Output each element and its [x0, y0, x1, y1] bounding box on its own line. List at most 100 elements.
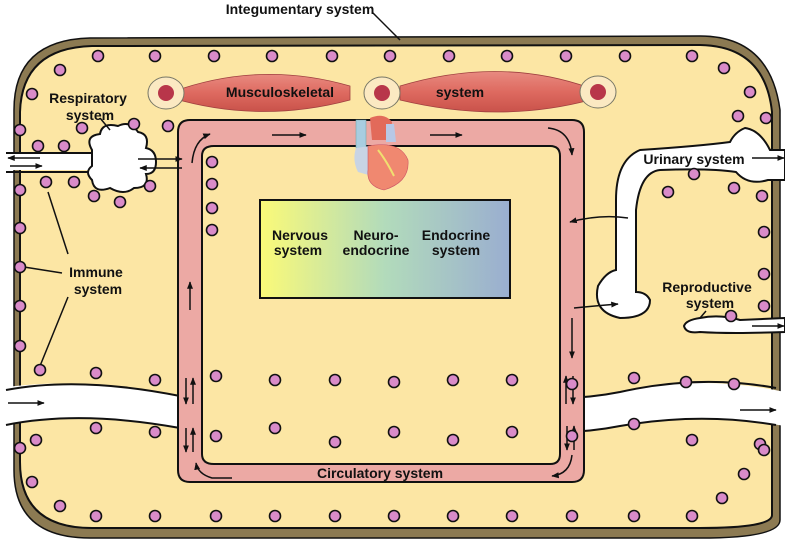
immune-cell-icon	[387, 425, 401, 439]
immune-cell-icon	[618, 49, 632, 63]
bone-joint-icon	[147, 76, 185, 110]
immune-cell-icon	[755, 189, 769, 203]
immune-cell-icon	[13, 183, 27, 197]
immune-cell-icon	[383, 49, 397, 63]
immune-cell-icon	[268, 373, 282, 387]
immune-cell-icon	[91, 49, 105, 63]
lung-icon	[87, 123, 158, 193]
immune-cell-icon	[687, 167, 701, 181]
immune-cell-icon	[13, 123, 27, 137]
immune-cell-icon	[207, 49, 221, 63]
immune-cell-icon	[148, 425, 162, 439]
immune-cell-icon	[89, 421, 103, 435]
immune-cell-icon	[717, 61, 731, 75]
trachea-lumen	[0, 153, 100, 170]
immune-cell-icon	[113, 195, 127, 209]
flow-arrow-icon	[547, 127, 575, 156]
immune-cell-icon	[53, 63, 67, 77]
immune-cell-icon	[148, 509, 162, 523]
immune-cell-icon	[268, 421, 282, 435]
immune-cell-icon	[57, 139, 71, 153]
immune-cell-icon	[33, 363, 47, 377]
neuroendocrine-label-line2: endocrine	[343, 242, 410, 258]
immune-cell-icon	[328, 509, 342, 523]
immune-cell-icon	[505, 373, 519, 387]
immune-cell-icon	[209, 429, 223, 443]
immune-cell-icon	[757, 267, 771, 281]
immune-leader-line	[23, 266, 63, 274]
immune-cell-icon	[13, 221, 27, 235]
immune-cell-icon	[627, 417, 641, 431]
immune-cell-icon	[559, 49, 573, 63]
immune-cell-icon	[757, 225, 771, 239]
immune-leader-line	[47, 191, 69, 255]
immune-cell-icon	[148, 373, 162, 387]
immune-cell-icon	[205, 223, 219, 237]
immune-cell-icon	[328, 435, 342, 449]
immune-system: Immune system	[23, 191, 123, 367]
immune-cell-icon	[268, 509, 282, 523]
muscle-icon	[171, 73, 351, 112]
musculoskeletal-system: Musculoskeletal system	[147, 71, 617, 113]
flow-arrow-icon	[191, 133, 211, 164]
immune-cell-icon	[627, 371, 641, 385]
heart-icon	[354, 115, 409, 191]
immune-cell-icon	[565, 377, 579, 391]
immune-cell-icon	[25, 87, 39, 101]
kidney-bladder-icon	[596, 126, 785, 320]
neuroendocrine-label-line1: Neuro-	[353, 227, 398, 243]
reproductive-leader-line	[699, 310, 707, 319]
immune-cell-icon	[446, 433, 460, 447]
bone-joint-icon	[363, 76, 401, 110]
immune-label-line1: Immune	[69, 264, 123, 280]
immune-cell-icon	[565, 429, 579, 443]
endocrine-label-line1: Endocrine	[422, 227, 491, 243]
immune-cell-icon	[209, 509, 223, 523]
nervous-label-line2: system	[274, 242, 322, 258]
reproductive-tract	[682, 315, 785, 334]
immune-cell-icon	[731, 109, 745, 123]
immune-cell-icon	[727, 377, 741, 391]
immune-cell-icon	[31, 139, 45, 153]
immune-cell-icon	[89, 509, 103, 523]
bone-joint-icon	[579, 75, 617, 109]
respiratory-system: Respiratory system	[0, 90, 183, 193]
immune-cell-icon	[679, 375, 693, 389]
immune-cell-icon	[737, 467, 751, 481]
immune-cell-icon	[13, 339, 27, 353]
immune-cell-icon	[446, 509, 460, 523]
immune-cell-icon	[446, 373, 460, 387]
respiratory-label-line2: system	[66, 107, 114, 123]
immune-cell-icon	[75, 121, 89, 135]
immune-cells	[13, 49, 773, 523]
reproductive-label-line2: system	[686, 295, 734, 311]
immune-cell-icon	[29, 433, 43, 447]
immune-cell-icon	[724, 309, 738, 323]
circulatory-vessel-inner	[201, 145, 561, 465]
immune-cell-icon	[627, 509, 641, 523]
nervous-label-line1: Nervous	[272, 227, 328, 243]
immune-cell-icon	[442, 49, 456, 63]
musculoskeletal-label-part1: Musculoskeletal	[226, 84, 334, 100]
urinary-label: Urinary system	[643, 151, 744, 167]
reproductive-label-line1: Reproductive	[662, 279, 752, 295]
immune-cell-icon	[685, 509, 699, 523]
immune-cell-icon	[25, 475, 39, 489]
musculoskeletal-label-part2: system	[436, 84, 484, 100]
immune-cell-icon	[67, 175, 81, 189]
immune-cell-icon	[757, 299, 771, 313]
respiratory-leader-line	[99, 117, 111, 131]
immune-leader-line	[39, 296, 69, 367]
immune-cell-icon	[39, 175, 53, 189]
immune-cell-icon	[685, 49, 699, 63]
immune-cell-icon	[505, 509, 519, 523]
immune-cell-icon	[89, 366, 103, 380]
flow-arrow-icon	[551, 454, 573, 479]
immune-cell-icon	[13, 299, 27, 313]
flow-arrow-icon	[569, 215, 629, 224]
immune-cell-icon	[205, 155, 219, 169]
flow-arrow-icon	[194, 462, 232, 479]
circulatory-label: Circulatory system	[317, 465, 443, 481]
immune-cell-icon	[143, 179, 157, 193]
